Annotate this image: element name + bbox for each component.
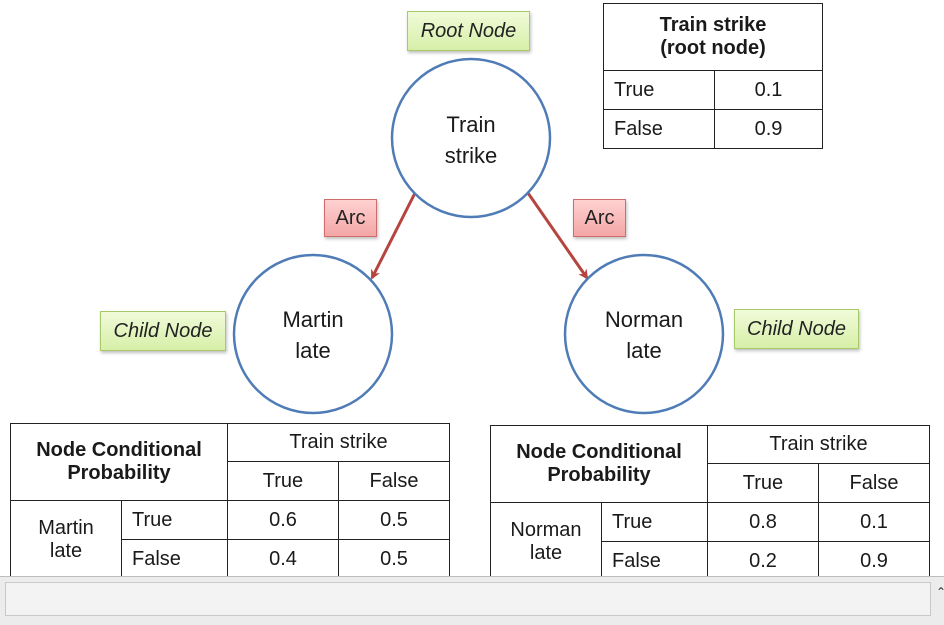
root-table-header-line1: Train strike bbox=[659, 14, 767, 36]
martin-cpt-value: 0.6 bbox=[227, 500, 339, 540]
arc-callout-left: Arc bbox=[324, 199, 377, 237]
martin-cpt-state: False bbox=[121, 539, 228, 579]
martin-cpt-col-true: True bbox=[227, 461, 339, 501]
arc-left-line bbox=[370, 192, 417, 280]
viewer-bottom-bar: ⌃ bbox=[0, 576, 944, 625]
martin-cpt-header-line1: Node Conditional bbox=[36, 439, 202, 461]
node-martin-late-line2: late bbox=[295, 338, 330, 363]
martin-cpt-value: 0.4 bbox=[227, 539, 339, 579]
child-node-callout-right: Child Node bbox=[734, 309, 859, 349]
root-row-label: False bbox=[603, 109, 715, 149]
norman-cpt-parent: Train strike bbox=[707, 425, 930, 464]
node-martin-late-line1: Martin bbox=[282, 307, 343, 332]
node-norman-late: Norman late bbox=[563, 253, 725, 415]
node-train-strike: Train strike bbox=[390, 57, 552, 219]
norman-cpt-col-true: True bbox=[707, 463, 819, 503]
root-node-callout: Root Node bbox=[407, 11, 530, 51]
norman-cpt-row-label-line1: Norman bbox=[510, 518, 582, 541]
arc-callout-right: Arc bbox=[573, 199, 626, 237]
norman-cpt-row-label-line2: late bbox=[529, 541, 563, 564]
martin-cpt-col-false: False bbox=[338, 461, 450, 501]
norman-cpt-state: True bbox=[601, 502, 708, 542]
martin-cpt-state: True bbox=[121, 500, 228, 540]
table-row: Martin late True 0.6 0.5 bbox=[10, 500, 450, 579]
norman-cpt-header: Node Conditional Probability bbox=[490, 425, 708, 503]
node-train-strike-line2: strike bbox=[445, 143, 498, 168]
norman-cpt-header-line1: Node Conditional bbox=[516, 441, 682, 463]
norman-cpt-value: 0.9 bbox=[818, 541, 930, 581]
norman-cpt-state: False bbox=[601, 541, 708, 581]
child-node-callout-left: Child Node bbox=[100, 311, 226, 351]
table-row: False 0.2 0.9 bbox=[491, 541, 930, 581]
viewer-scroll-track[interactable] bbox=[5, 582, 931, 616]
norman-cpt-row-label: Norman late bbox=[490, 502, 602, 581]
norman-cpt-header-line2: Probability bbox=[547, 464, 651, 486]
martin-cpt-parent: Train strike bbox=[227, 423, 450, 462]
norman-cpt-col-false: False bbox=[818, 463, 930, 503]
root-row-value: 0.1 bbox=[714, 70, 823, 110]
norman-cpt-value: 0.8 bbox=[707, 502, 819, 542]
norman-late-cpt: Node Conditional Probability Train strik… bbox=[490, 425, 930, 581]
root-probability-table: Train strike (root node) True 0.1 False … bbox=[603, 3, 823, 149]
root-table-header-line2: (root node) bbox=[660, 37, 766, 59]
arc-right-line bbox=[526, 192, 589, 280]
martin-cpt-row-label-line2: late bbox=[49, 539, 83, 562]
root-row-label: True bbox=[603, 70, 715, 110]
node-norman-late-line2: late bbox=[626, 338, 661, 363]
norman-cpt-value: 0.1 bbox=[818, 502, 930, 542]
node-norman-late-circle bbox=[563, 253, 725, 415]
martin-cpt-row-label-line1: Martin bbox=[38, 516, 94, 539]
root-row-value: 0.9 bbox=[714, 109, 823, 149]
table-row: True 0.1 bbox=[603, 70, 823, 110]
node-train-strike-line1: Train bbox=[446, 112, 495, 137]
martin-late-cpt: Node Conditional Probability Train strik… bbox=[10, 423, 450, 579]
node-train-strike-circle bbox=[390, 57, 552, 219]
martin-cpt-value: 0.5 bbox=[338, 500, 450, 540]
table-row: Norman late True 0.8 0.1 bbox=[490, 502, 930, 581]
martin-cpt-row-label: Martin late bbox=[10, 500, 122, 579]
node-martin-late-circle bbox=[232, 253, 394, 415]
scroll-up-icon[interactable]: ⌃ bbox=[936, 585, 944, 599]
table-row: False 0.4 0.5 bbox=[11, 539, 450, 579]
node-martin-late: Martin late bbox=[232, 253, 394, 415]
martin-cpt-header: Node Conditional Probability bbox=[10, 423, 228, 501]
martin-cpt-header-line2: Probability bbox=[67, 462, 171, 484]
martin-cpt-value: 0.5 bbox=[338, 539, 450, 579]
norman-cpt-value: 0.2 bbox=[707, 541, 819, 581]
node-norman-late-line1: Norman bbox=[605, 307, 683, 332]
root-table-header: Train strike (root node) bbox=[603, 3, 823, 71]
table-row: False 0.9 bbox=[603, 109, 823, 149]
